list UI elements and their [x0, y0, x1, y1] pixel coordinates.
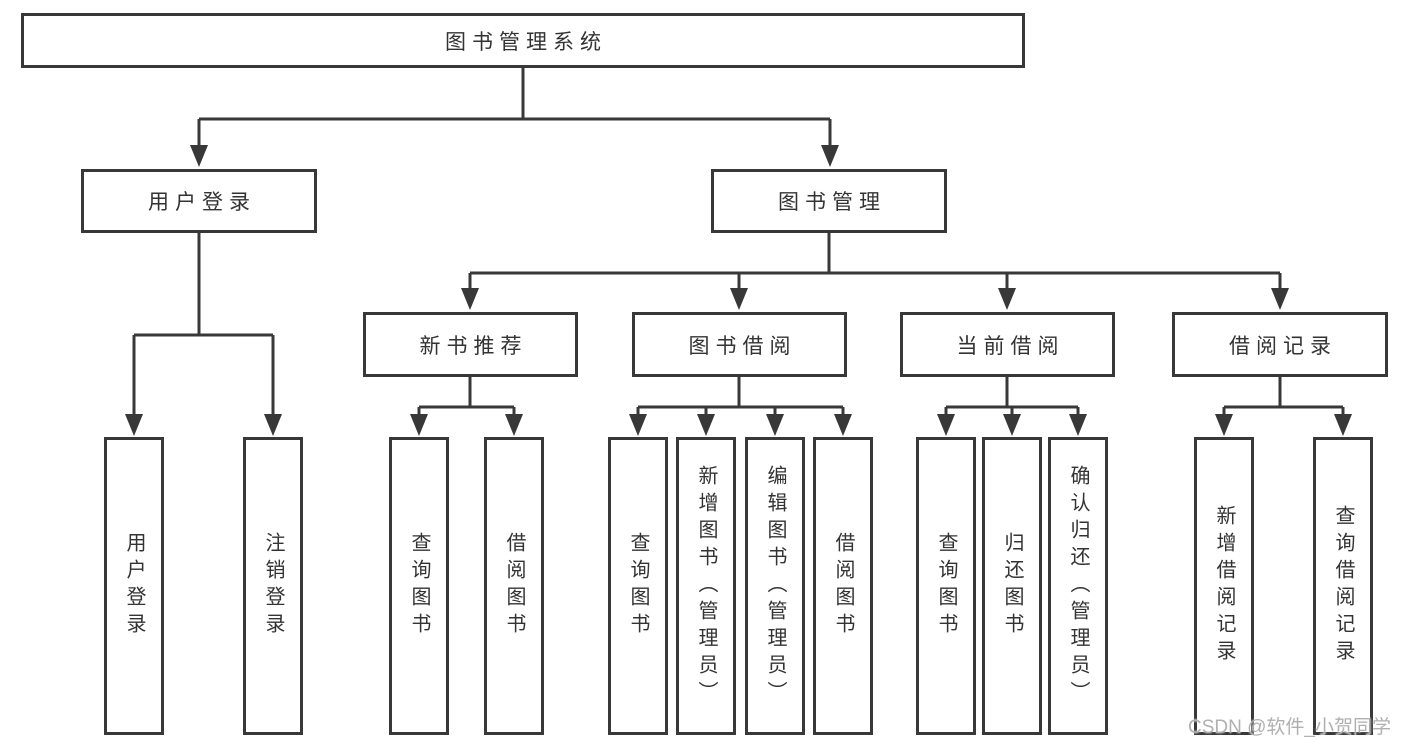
node-root: 图书管理系统: [21, 13, 1025, 68]
node-current-borrow: 当前借阅: [900, 312, 1115, 377]
node-book-borrow-label: 图书借阅: [688, 334, 797, 358]
leaf-current-return-books: 归还图书: [982, 437, 1042, 735]
leaf-borrow-add-books-admin-label: 新增图书（管理员）: [695, 464, 717, 708]
leaf-newbooks-query-books-label: 查询图书: [408, 532, 430, 640]
leaf-borrow-edit-books-admin-label: 编辑图书（管理员）: [764, 464, 786, 708]
csdn-watermark: CSDN @软件_小贺同学: [1188, 717, 1391, 738]
arrowheads: [125, 145, 1352, 436]
leaf-newbooks-borrow-books: 借阅图书: [484, 437, 544, 735]
node-current-borrow-label: 当前借阅: [956, 334, 1065, 358]
tree-edges: [132, 68, 1345, 419]
leaf-borrow-add-books-admin: 新增图书（管理员）: [676, 437, 736, 735]
leaf-current-confirm-return-admin: 确认归还（管理员）: [1048, 437, 1108, 735]
leaf-user-login: 用户登录: [104, 437, 164, 735]
leaf-current-query-books: 查询图书: [916, 437, 976, 735]
leaf-logout-login-label: 注销登录: [262, 532, 284, 640]
leaf-records-add-borrow-record: 新增借阅记录: [1194, 437, 1254, 735]
leaf-records-query-borrow-record-label: 查询借阅记录: [1332, 505, 1354, 667]
leaf-borrow-borrow-books-label: 借阅图书: [832, 532, 854, 640]
node-borrow-records: 借阅记录: [1172, 312, 1388, 377]
node-borrow-records-label: 借阅记录: [1229, 334, 1337, 358]
node-user-login: 用户登录: [81, 169, 317, 233]
leaf-newbooks-borrow-books-label: 借阅图书: [503, 532, 525, 640]
leaf-borrow-query-books: 查询图书: [608, 437, 668, 735]
leaf-current-confirm-return-admin-label: 确认归还（管理员）: [1067, 464, 1089, 708]
leaf-current-return-books-label: 归还图书: [1001, 532, 1023, 640]
node-new-book-recommend: 新书推荐: [363, 312, 578, 377]
leaf-records-query-borrow-record: 查询借阅记录: [1313, 437, 1373, 735]
node-user-login-label: 用户登录: [148, 191, 256, 214]
leaf-borrow-edit-books-admin: 编辑图书（管理员）: [745, 437, 805, 735]
leaf-borrow-borrow-books: 借阅图书: [813, 437, 873, 735]
leaf-newbooks-query-books: 查询图书: [389, 437, 449, 735]
node-book-management-label: 图书管理: [778, 191, 886, 214]
leaf-current-query-books-label: 查询图书: [935, 532, 957, 640]
leaf-records-add-borrow-record-label: 新增借阅记录: [1213, 505, 1235, 667]
leaf-logout-login: 注销登录: [243, 437, 303, 735]
leaf-borrow-query-books-label: 查询图书: [627, 532, 649, 640]
node-book-management: 图书管理: [711, 169, 947, 233]
node-new-book-recommend-label: 新书推荐: [419, 334, 528, 358]
node-book-borrow: 图书借阅: [632, 312, 847, 377]
node-root-label: 图书管理系统: [445, 30, 607, 54]
leaf-user-login-label: 用户登录: [123, 532, 145, 640]
